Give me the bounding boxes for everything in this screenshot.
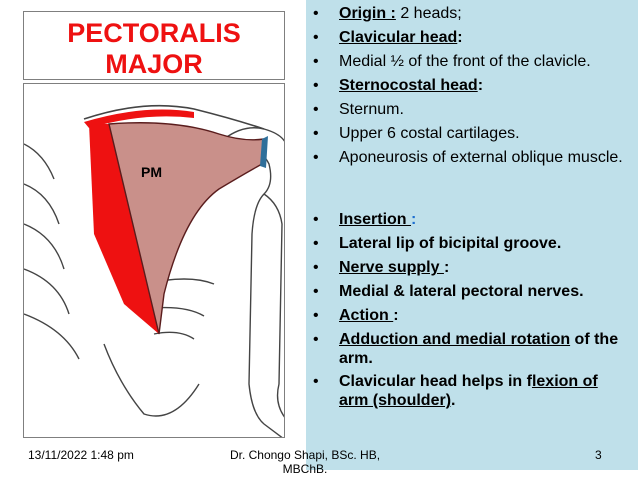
bullet-dot: • [313, 53, 319, 70]
pectoralis-illustration: PM [24, 104, 284, 437]
clavicular-head-label: Clavicular head [339, 29, 458, 46]
figure-label-pm: PM [141, 164, 162, 180]
footer-page-number: 3 [595, 448, 602, 462]
bullet-dot: • [313, 101, 319, 118]
footer-date: 13/11/2022 1:48 pm [28, 448, 134, 462]
sternocostal-head-label: Sternocostal head [339, 77, 478, 94]
action-colon: : [393, 307, 399, 324]
action-label: Action [339, 307, 394, 324]
bullet-dot: • [313, 235, 319, 252]
bullet-dot: • [313, 125, 319, 142]
clavicular-head-colon: : [457, 29, 463, 46]
flexion-label: lexion of arm (shoulder) [339, 373, 598, 409]
flexion-prefix: Clavicular head helps in f [339, 373, 532, 390]
footer-author: Dr. Chongo Shapi, BSc. HB, MBChB. [229, 448, 381, 476]
adduction-text: of the arm. [339, 331, 619, 367]
title-line-2: MAJOR [105, 49, 203, 79]
bullet-dot: • [313, 77, 319, 94]
title-line-1: PECTORALIS [67, 18, 241, 48]
clavicular-head-shape [84, 109, 194, 128]
bullet-dot: • [313, 211, 319, 228]
bullet-dot: • [313, 373, 319, 390]
anatomy-figure: PM [23, 83, 285, 438]
content-panel: • Origin : 2 heads; • Clavicular head: •… [306, 0, 638, 470]
sternocostal-head-shape [89, 124, 159, 334]
origin-label: Origin : [339, 5, 396, 22]
sternum-text: Sternum. [339, 101, 404, 118]
sternocostal-head-colon: : [477, 77, 484, 94]
origin-text: 2 heads; [395, 5, 462, 22]
costal-cartilages-text: Upper 6 costal cartilages. [339, 125, 520, 142]
bullet-dot: • [313, 259, 319, 276]
insertion-mark [260, 136, 268, 168]
bullet-dot: • [313, 149, 319, 166]
bullet-dot: • [313, 283, 319, 300]
bullet-dot: • [313, 307, 319, 324]
title-box: PECTORALIS MAJOR [23, 11, 285, 80]
bullet-dot: • [313, 5, 319, 22]
insertion-label: Insertion [339, 211, 412, 228]
lateral-lip-text: Lateral lip of bicipital groove. [339, 235, 562, 252]
adduction-label: Adduction and medial rotation [339, 331, 571, 348]
clavicle-origin-text: Medial ½ of the front of the clavicle. [339, 53, 591, 70]
aponeurosis-text: Aponeurosis of external oblique muscle. [339, 149, 623, 166]
nerve-supply-label: Nerve supply [339, 259, 444, 276]
insertion-colon: : [411, 211, 417, 228]
nerve-supply-colon: : [443, 259, 450, 276]
pectoral-nerves-text: Medial & lateral pectoral nerves. [339, 283, 584, 300]
bullet-dot: • [313, 331, 319, 348]
flexion-period: . [451, 392, 456, 409]
bullet-dot: • [313, 29, 319, 46]
